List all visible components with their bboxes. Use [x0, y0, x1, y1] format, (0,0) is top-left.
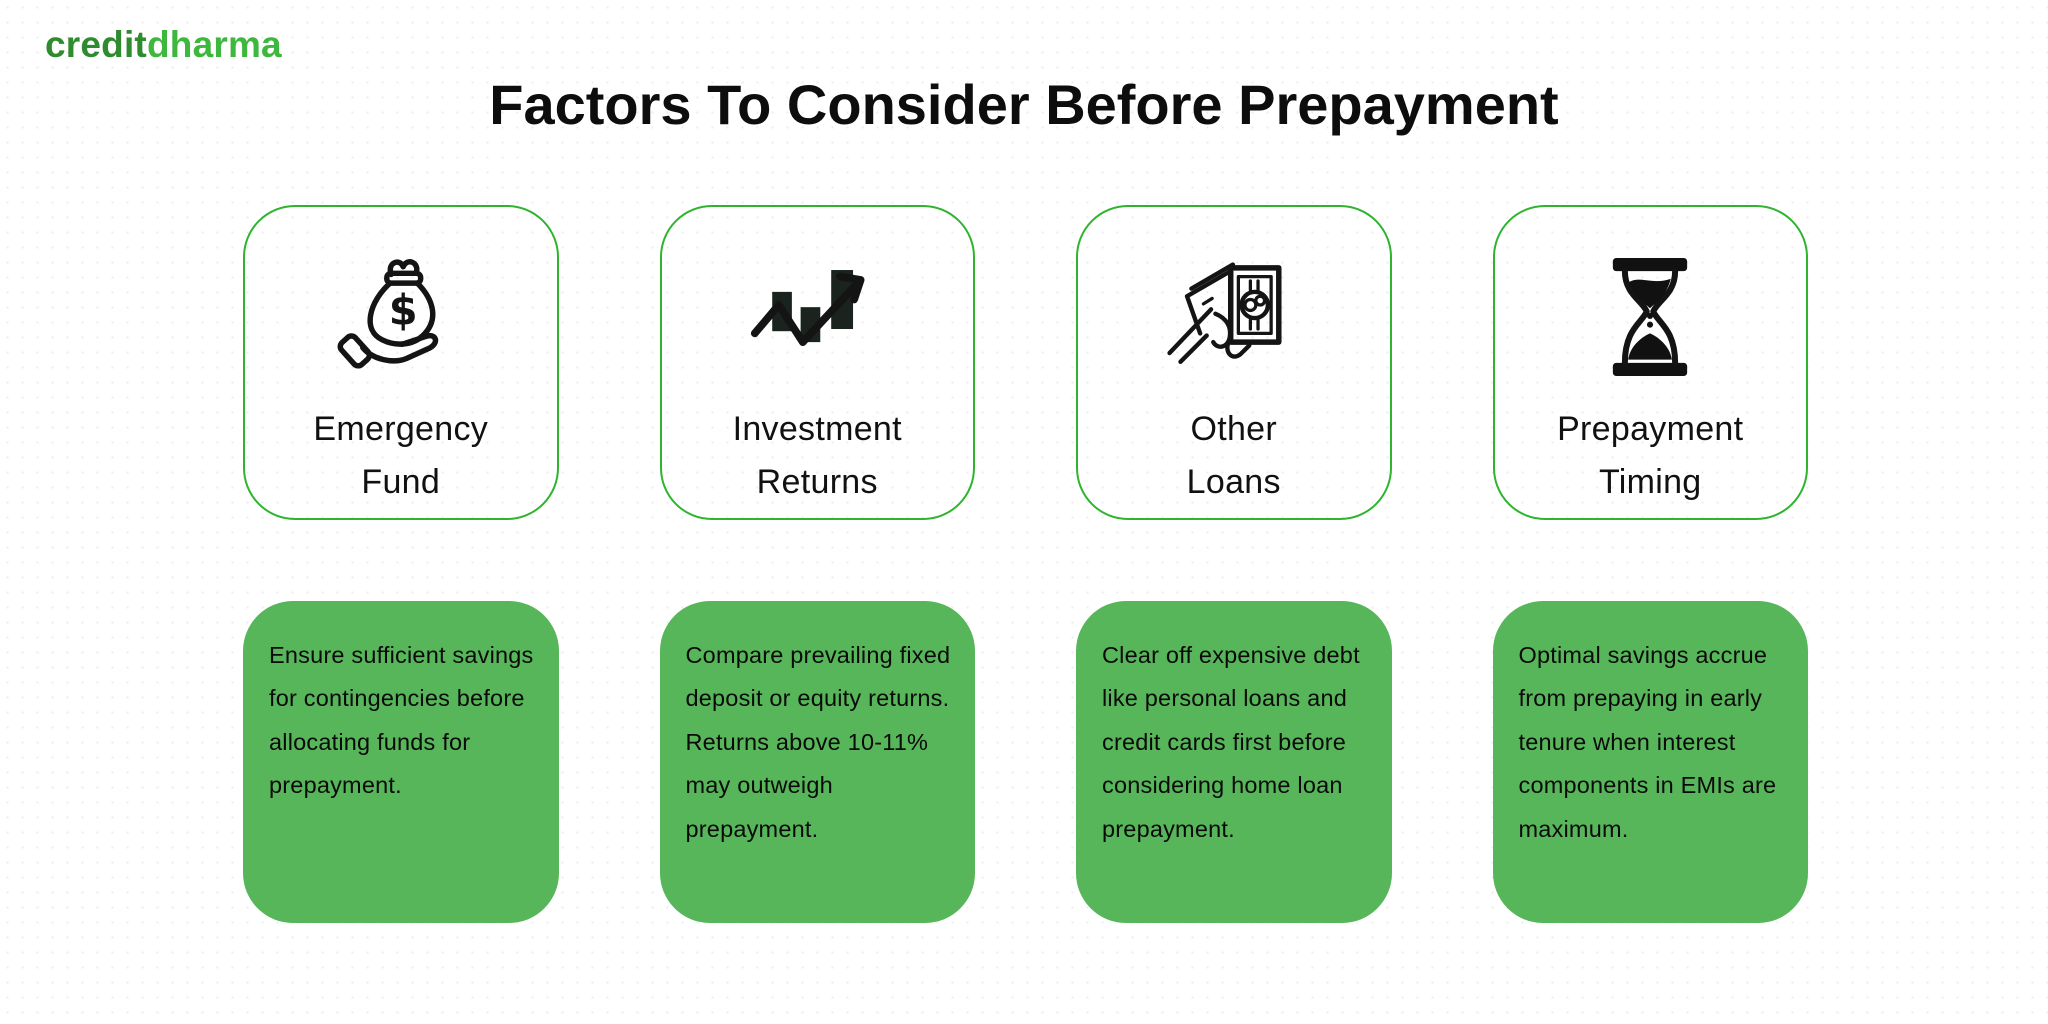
factor-label: Prepayment Timing [1557, 403, 1743, 508]
factor-label-line1: Emergency [313, 410, 489, 448]
factor-label-line1: Prepayment [1557, 410, 1744, 448]
desc-box-emergency-fund: Ensure sufficient savings for contingenc… [243, 601, 559, 923]
growth-chart-icon [746, 237, 888, 397]
factor-card-prepayment-timing: Prepayment Timing [1492, 205, 1808, 520]
logo-text-credit: credit [45, 24, 147, 65]
factor-label-line1: Other [1190, 410, 1278, 448]
factor-label: Investment Returns [733, 403, 902, 508]
factor-label-line1: Investment [732, 410, 902, 448]
creditdharma-logo: creditdharma [45, 24, 282, 66]
factor-label-line2: Returns [756, 462, 878, 501]
page-title: Factors To Consider Before Prepayment [489, 73, 1559, 136]
factor-label-line2: Fund [361, 462, 441, 501]
logo-text-dharma: dharma [146, 24, 282, 65]
factor-card-emergency-fund: $ Emergency Fund [243, 205, 559, 520]
desc-box-other-loans: Clear off expensive debt like personal l… [1076, 601, 1392, 923]
money-bag-hand-icon: $ [330, 237, 472, 397]
factor-descriptions-row: Ensure sufficient savings for contingenc… [243, 601, 1808, 923]
cash-in-hand-icon [1163, 237, 1305, 397]
desc-box-prepayment-timing: Optimal savings accrue from prepaying in… [1492, 601, 1808, 923]
factor-card-other-loans: Other Loans [1076, 205, 1392, 520]
hourglass-icon [1579, 237, 1721, 397]
desc-box-investment-returns: Compare prevailing fixed deposit or equi… [659, 601, 975, 923]
factor-label-line2: Timing [1598, 462, 1702, 501]
factor-label: Emergency Fund [313, 403, 488, 508]
factor-label-line2: Loans [1186, 462, 1281, 501]
factor-cards-row: $ Emergency Fund In [243, 205, 1808, 520]
factor-card-investment-returns: Investment Returns [659, 205, 975, 520]
dollar-glyph: $ [388, 286, 417, 335]
factor-label: Other Loans [1187, 403, 1281, 508]
